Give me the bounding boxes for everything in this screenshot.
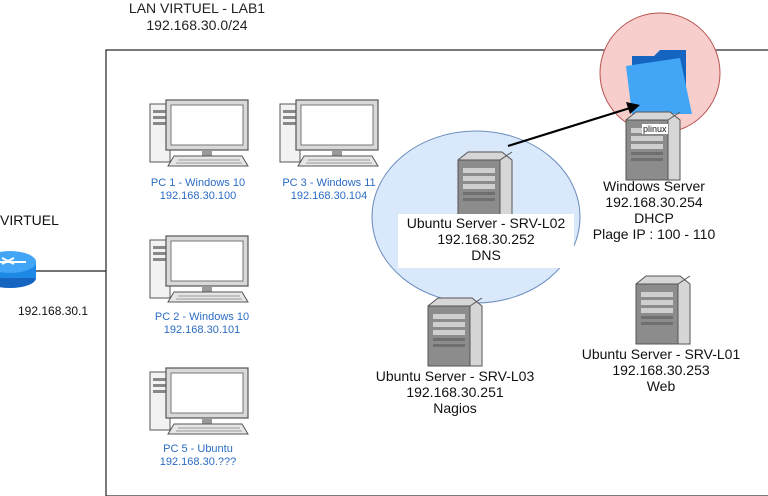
windows-server-label: Windows Server 192.168.30.254 DHCP Plage… xyxy=(574,178,734,242)
pc2-ip: 192.168.30.101 xyxy=(163,324,241,336)
share-arrow xyxy=(507,106,631,148)
windows-server-name: Windows Server xyxy=(603,178,705,194)
srv-l03-label: Ubuntu Server - SRV-L03 192.168.30.251 N… xyxy=(360,368,550,416)
pc2-label: PC 2 - Windows 10 192.168.30.101 xyxy=(132,311,272,337)
share-label: plinux xyxy=(642,124,668,134)
pc3-icon xyxy=(279,99,379,167)
pc3-name: PC 3 - Windows 11 xyxy=(282,177,376,189)
pc5-icon xyxy=(149,367,249,435)
windows-server-icon xyxy=(625,111,681,181)
srv-l01-role: Web xyxy=(646,378,676,394)
srv-l01-name: Ubuntu Server - SRV-L01 xyxy=(581,346,741,362)
pc1-ip: 192.168.30.100 xyxy=(159,190,237,202)
windows-server-range: Plage IP : 100 - 110 xyxy=(592,226,716,242)
router-icon xyxy=(0,251,36,288)
srv-l02-role: DNS xyxy=(471,247,501,263)
srv-l02-name: Ubuntu Server - SRV-L02 xyxy=(406,215,566,231)
lan-name: LAN VIRTUEL - LAB1 xyxy=(128,0,266,16)
pc1-label: PC 1 - Windows 10 192.168.30.100 xyxy=(128,177,268,203)
pc3-ip: 192.168.30.104 xyxy=(290,190,368,202)
pc2-name: PC 2 - Windows 10 xyxy=(154,311,250,323)
srv-l02-label: Ubuntu Server - SRV-L02 192.168.30.252 D… xyxy=(392,215,580,263)
pc5-name: PC 5 - Ubuntu xyxy=(163,443,233,455)
srv-l02-label-box xyxy=(398,214,574,268)
windows-server-role: DHCP xyxy=(634,210,674,226)
pc3-label: PC 3 - Windows 11 192.168.30.104 xyxy=(262,177,396,203)
srv-l03-name: Ubuntu Server - SRV-L03 xyxy=(375,368,535,384)
srv-l01-ip: 192.168.30.253 xyxy=(612,362,710,378)
windows-server-ip: 192.168.30.254 xyxy=(605,194,703,210)
srv-l03-ip: 192.168.30.251 xyxy=(406,384,504,400)
srv-l02-icon xyxy=(457,151,513,221)
srv-l03-icon xyxy=(427,297,483,367)
router-label: VIRTUEL xyxy=(0,212,59,228)
lan-title: LAN VIRTUEL - LAB1 192.168.30.0/24 xyxy=(102,0,292,34)
pc2-icon xyxy=(149,235,249,303)
router-ip: 192.168.30.1 xyxy=(18,304,89,318)
srv-l03-role: Nagios xyxy=(433,400,477,416)
lan-subnet: 192.168.30.0/24 xyxy=(146,17,248,33)
pc5-ip: 192.168.30.??? xyxy=(159,456,237,468)
srv-l01-icon xyxy=(635,275,691,345)
pc1-name: PC 1 - Windows 10 xyxy=(150,177,246,189)
pc5-label: PC 5 - Ubuntu 192.168.30.??? xyxy=(138,443,258,469)
folder-icon xyxy=(626,50,692,114)
srv-l01-label: Ubuntu Server - SRV-L01 192.168.30.253 W… xyxy=(566,346,756,394)
srv-l02-ip: 192.168.30.252 xyxy=(437,231,535,247)
pc1-icon xyxy=(149,99,249,167)
